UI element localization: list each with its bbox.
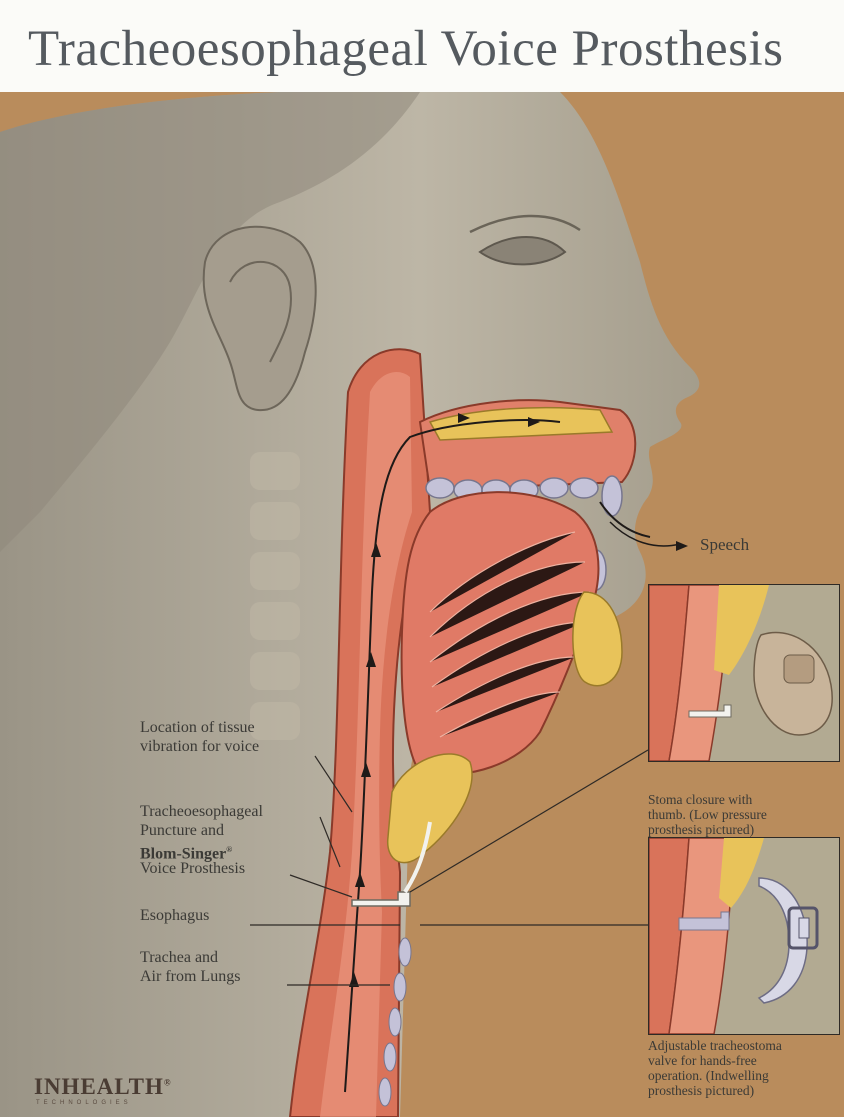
page-title: Tracheoesophageal Voice Prosthesis — [28, 20, 783, 78]
label-esophagus: Esophagus — [140, 906, 209, 925]
label-puncture-line2: Puncture and — [140, 821, 224, 840]
label-trachea-line1: Trachea and — [140, 948, 218, 967]
label-trachea-line2: Air from Lungs — [140, 967, 240, 986]
title-bar: Tracheoesophageal Voice Prosthesis — [0, 0, 844, 92]
caption-top-line2: thumb. (Low pressure — [648, 807, 767, 822]
caption-bottom-line2: valve for hands-free — [648, 1053, 757, 1068]
caption-top-line3: prosthesis pictured) — [648, 822, 754, 837]
label-speech: Speech — [700, 535, 749, 554]
caption-bottom-line3: operation. (Indwelling — [648, 1068, 769, 1083]
label-puncture-line1: Tracheoesophageal — [140, 802, 263, 821]
label-vibration-line2: vibration for voice — [140, 737, 259, 756]
caption-bottom-line1: Adjustable tracheostoma — [648, 1038, 782, 1053]
inset-stoma-closure — [648, 584, 840, 762]
inhealth-logo-subtitle: TECHNOLOGIES — [36, 1100, 132, 1106]
caption-bottom-line4: prosthesis pictured) — [648, 1083, 754, 1098]
inset-tracheostoma-valve — [648, 837, 840, 1035]
illustration-panel: Speech Location of tissue vibration for … — [0, 92, 844, 1117]
caption-top-line1: Stoma closure with — [648, 792, 752, 807]
label-puncture-line4: Voice Prosthesis — [140, 859, 245, 878]
inset-valve-illustration — [649, 838, 839, 1034]
inhealth-logo: INHEALTH® — [34, 1074, 172, 1100]
inset-stoma-illustration — [649, 585, 839, 761]
label-vibration-line1: Location of tissue — [140, 718, 255, 737]
